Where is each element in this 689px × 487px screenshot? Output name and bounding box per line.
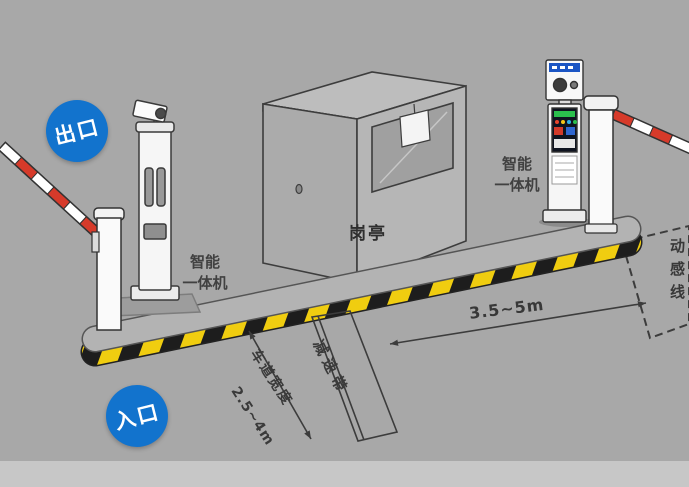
distance-value-wrap: 3.5~5m [468,295,545,323]
lpr-camera-left [132,99,168,123]
plate-display-glyph [552,66,557,69]
barrier-bracket-left [91,231,100,253]
entry-terminal-right [539,59,593,227]
booth-label: 岗亭 [349,224,387,244]
plate-display-glyph [568,66,573,69]
terminal-vent-right [156,167,166,207]
exit-badge-label: 出口 [52,114,103,150]
speed-bump [310,310,399,442]
entrance-badge-label: 入口 [112,399,163,435]
screen-dot [573,120,577,124]
camera-lens-icon [154,107,167,120]
road-edge [0,461,689,487]
screen-tile-light [554,139,575,148]
screen-dot [567,120,571,124]
terminal-vent-left [144,167,154,207]
exit-badge: 出口 [46,100,108,162]
barrier-pole-right [588,109,614,227]
island-top-surface [83,217,640,351]
barrier-gate-right [583,95,689,234]
booth-left-wall [262,103,358,284]
terminal-left-label-line2: 一体机 [182,274,228,292]
speed-bump-label-wrap: 减速带 [309,336,387,399]
window-reflection [379,111,448,184]
terminal-right-label: 智能 一体机 [482,154,552,196]
lane-width-arrow [248,330,312,440]
screen-dot [555,120,559,124]
terminal-left-label: 智能 一体机 [170,252,240,294]
lane-width-label-wrap: 车道宽度 [247,345,327,409]
screen-tile-blue [566,127,575,135]
entry-terminal-left [110,99,202,317]
speed-bump-outline [310,310,399,442]
screen-dot [561,120,565,124]
door-handle [295,183,303,195]
barrier-gate-left [0,141,125,331]
flash-lens-icon [569,80,579,90]
camera-lens-icon [552,77,568,93]
traffic-island [80,215,643,367]
sensor-line-label: 动感线 [668,238,686,307]
terminal-body [138,129,172,291]
plate-display-glyph [560,66,565,69]
barrier-base-right [584,223,618,234]
distance-arrow [389,301,647,346]
terminal-right-label-line2: 一体机 [494,176,540,194]
barrier-pole-left [96,217,122,331]
entrance-badge: 入口 [106,385,168,447]
barrier-cap-right [583,95,619,111]
lane-width-value-wrap: 2.5~4m [228,381,308,449]
terminal-cap [135,121,175,133]
screen-banner [554,111,575,117]
terminal-base [542,209,587,223]
guard-booth [262,71,467,285]
window-sign [399,109,431,148]
screen-tile-red [554,127,563,135]
terminal-screen [143,223,167,240]
terminal-right-label-line1: 智能 [501,155,532,173]
speed-bump-inner-line [317,315,365,441]
terminal-left-label-line1: 智能 [189,253,220,271]
